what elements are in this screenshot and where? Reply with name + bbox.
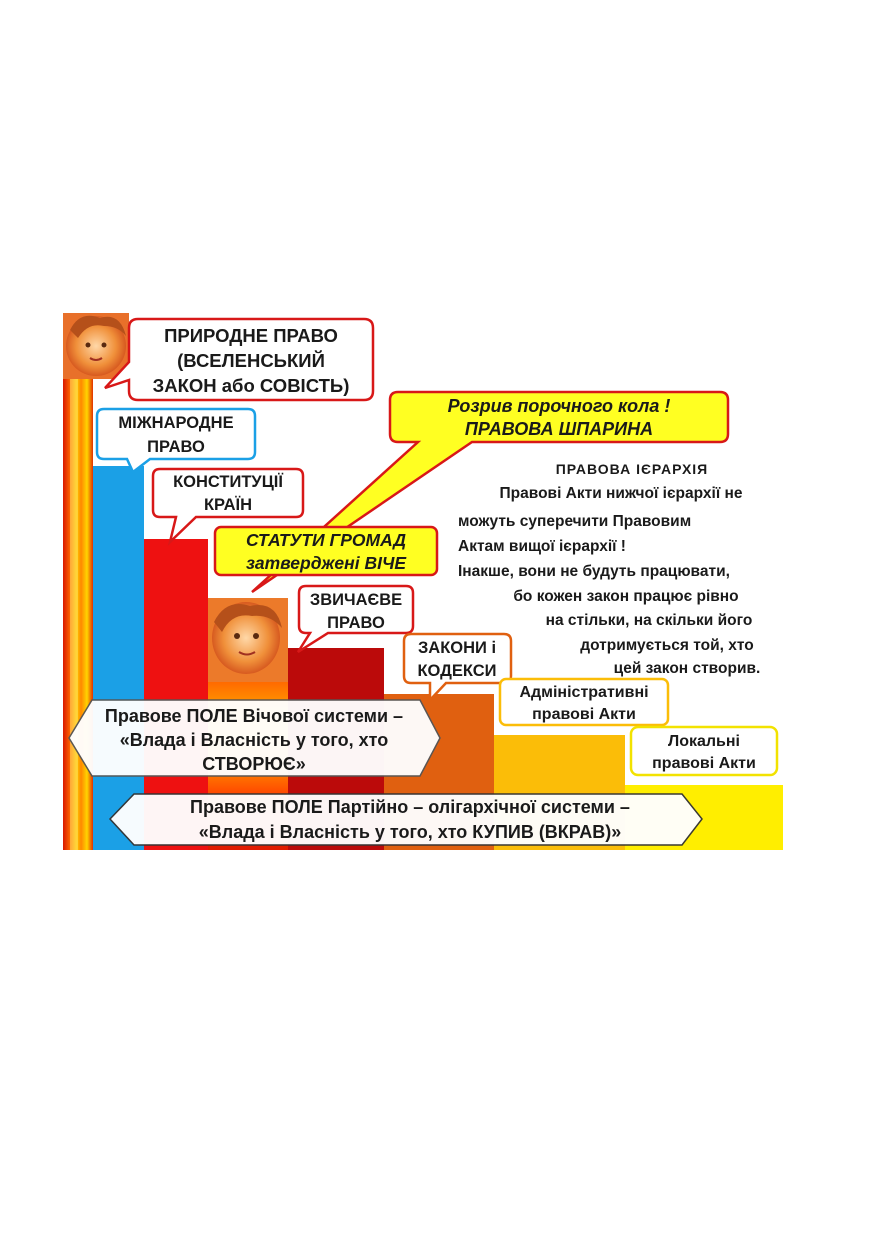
constitutions-line-1: КОНСТИТУЦІЇ bbox=[173, 473, 283, 491]
hierarchy-line-7: дотримується той, хто bbox=[580, 637, 754, 654]
callout-community-statutes: СТАТУТИ ГРОМАД затверджені ВІЧЕ bbox=[213, 525, 439, 577]
veche-field-banner: Правове ПОЛЕ Вічової системи – «Влада і … bbox=[68, 699, 441, 777]
callout-natural-law: ПРИРОДНЕ ПРАВО (ВСЕЛЕНСЬКИЙ ЗАКОН або СО… bbox=[104, 317, 375, 402]
hierarchy-title: ПРАВОВА ІЄРАРХІЯ bbox=[556, 461, 709, 477]
callout-customary-law: ЗВИЧАЄВЕ ПРАВО bbox=[296, 584, 415, 654]
administrative-acts-line-1: Адміністративні bbox=[519, 684, 648, 701]
gap-line-2: ПРАВОВА ШПАРИНА bbox=[465, 419, 653, 439]
local-acts-line-2: правові Акти bbox=[652, 755, 756, 772]
international-law-line-1: МІЖНАРОДНЕ bbox=[118, 414, 233, 432]
callout-laws-codes: ЗАКОНИ і КОДЕКСИ bbox=[402, 632, 513, 704]
hierarchy-line-3: Актам вищої ієрархії ! bbox=[458, 538, 626, 555]
callout-administrative-acts: Адміністративні правові Акти bbox=[498, 677, 670, 727]
veche-field-line-1: Правове ПОЛЕ Вічової системи – bbox=[105, 706, 403, 726]
natural-law-line-1: ПРИРОДНЕ ПРАВО bbox=[164, 325, 338, 346]
oligarchic-field-banner: Правове ПОЛЕ Партійно – олігархічної сис… bbox=[108, 793, 703, 846]
laws-codes-line-2: КОДЕКСИ bbox=[417, 662, 496, 680]
callout-local-acts: Локальні правові Акти bbox=[629, 725, 779, 777]
hierarchy-line-8: цей закон створив. bbox=[614, 660, 761, 677]
hierarchy-line-1: Правові Акти нижчої ієрархії не bbox=[500, 485, 743, 502]
oligarchic-field-line-2: «Влада і Власність у того, хто КУПИВ (ВК… bbox=[199, 822, 621, 842]
angel-face-icon bbox=[63, 313, 129, 379]
angel-face-icon bbox=[208, 598, 288, 682]
natural-law-line-3: ЗАКОН або СОВІСТЬ) bbox=[153, 375, 350, 396]
hierarchy-line-4: Інакше, вони не будуть працювати, bbox=[458, 563, 730, 580]
gap-line-1: Розрив порочного кола ! bbox=[448, 396, 671, 416]
customary-law-line-2: ПРАВО bbox=[327, 614, 385, 632]
local-acts-line-1: Локальні bbox=[668, 733, 740, 750]
constitutions-line-2: КРАЇН bbox=[204, 496, 252, 514]
community-statutes-line-1: СТАТУТИ ГРОМАД bbox=[246, 530, 406, 550]
oligarchic-field-line-1: Правове ПОЛЕ Партійно – олігархічної сис… bbox=[190, 797, 630, 817]
hierarchy-line-2: можуть суперечити Правовим bbox=[458, 513, 691, 530]
veche-field-line-3: СТВОРЮЄ» bbox=[202, 754, 305, 774]
callout-constitutions: КОНСТИТУЦІЇ КРАЇН bbox=[151, 467, 305, 546]
hierarchy-line-6: на стільки, на скільки його bbox=[546, 612, 753, 629]
fire-column-band bbox=[70, 313, 78, 850]
laws-codes-line-1: ЗАКОНИ і bbox=[418, 639, 496, 657]
customary-law-line-1: ЗВИЧАЄВЕ bbox=[310, 591, 402, 609]
administrative-acts-line-2: правові Акти bbox=[532, 706, 636, 723]
callout-international-law: МІЖНАРОДНЕ ПРАВО bbox=[95, 407, 257, 474]
callout-gap: Розрив порочного кола ! ПРАВОВА ШПАРИНА bbox=[251, 390, 730, 594]
community-statutes-line-2: затверджені ВІЧЕ bbox=[246, 553, 407, 573]
natural-law-line-2: (ВСЕЛЕНСЬКИЙ bbox=[177, 350, 325, 371]
hierarchy-note: ПРАВОВА ІЄРАРХІЯ Правові Акти нижчої ієр… bbox=[458, 461, 760, 677]
international-law-line-2: ПРАВО bbox=[147, 438, 205, 456]
hierarchy-line-5: бо кожен закон працює рівно bbox=[513, 588, 738, 605]
step-international-law bbox=[93, 466, 144, 850]
veche-field-line-2: «Влада і Власність у того, хто bbox=[120, 730, 389, 750]
